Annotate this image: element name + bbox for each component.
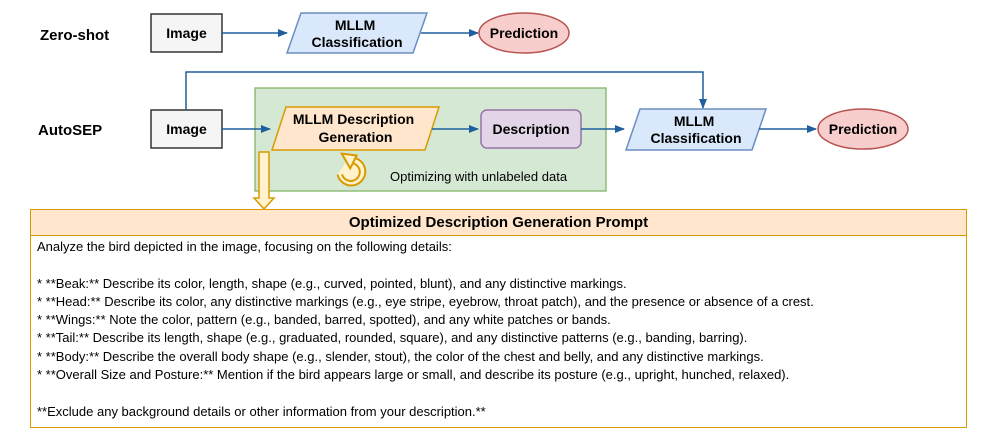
autosep-classification-node [624,108,768,151]
autosep-prediction-label: Prediction [829,121,897,137]
zero-shot-classification-label: MLLM Classification [311,17,402,50]
prompt-line: * **Wings:** Note the color, pattern (e.… [37,312,611,328]
prompt-body: Analyze the bird depicted in the image, … [31,236,966,423]
prompt-line [37,256,960,274]
down-arrow-icon [252,151,276,210]
pipeline-diagram: Zero-shot AutoSEP Optimizing with unlabe… [38,12,909,210]
prompt-line: * **Head:** Describe its color, any dist… [37,293,814,309]
autosep-image-label: Image [166,121,207,137]
prompt-line: * **Body:** Describe the overall body sh… [37,348,764,364]
arrow-image-bypass-to-classification [185,71,707,110]
prompt-line: Analyze the bird depicted in the image, … [37,239,452,254]
zero-shot-prediction-label: Prediction [490,25,558,41]
optimized-prompt-box: Optimized Description Generation Prompt … [30,209,967,428]
zero-shot-image-node [150,13,223,53]
prompt-line: * **Beak:** Describe its color, length, … [37,275,627,291]
autosep-prediction-node [817,108,909,150]
zero-shot-image-label: Image [166,25,207,41]
prompt-line [37,384,960,402]
autosep-label: AutoSEP [38,122,102,139]
description-generation-node [270,106,441,151]
zero-shot-prediction-node [478,12,570,54]
prompt-line: **Exclude any background details or othe… [37,403,486,419]
optimizing-label: Optimizing with unlabeled data [390,169,568,184]
prompt-line: * **Overall Size and Posture:** Mention … [37,367,790,383]
description-generation-label: MLLM Description Generation [293,111,418,145]
prompt-title: Optimized Description Generation Prompt [31,210,966,236]
zero-shot-classification-node [285,12,429,54]
prompt-line: * **Tail:** Describe its length, shape (… [37,330,748,346]
loop-refresh-icon [336,152,367,187]
autosep-classification-label: MLLM Classification [650,113,741,146]
zero-shot-label: Zero-shot [40,27,109,44]
description-label: Description [492,121,569,137]
